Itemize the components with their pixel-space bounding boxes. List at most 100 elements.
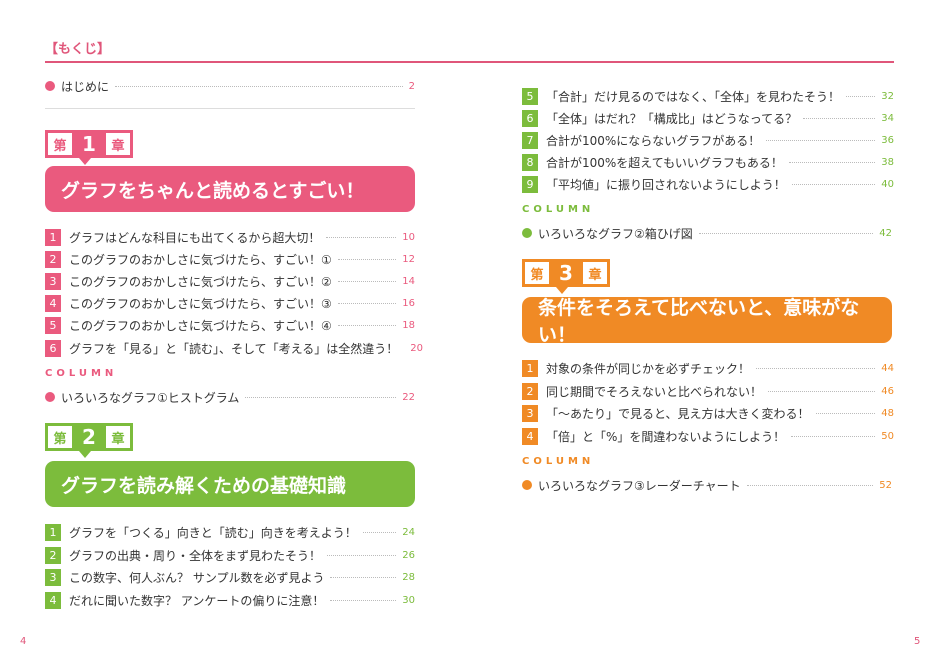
chapter-title[interactable]: 条件をそろえて比べないと、意味がない！: [522, 297, 892, 346]
chapter-number: 2: [82, 425, 96, 449]
divider: [45, 108, 415, 109]
item-number: 6: [45, 339, 61, 357]
toc-item[interactable]: 3「〜あたり」で見ると、見え方は大きく変わる！48: [522, 403, 894, 423]
item-page: 20: [410, 342, 424, 354]
chapter-kanji-sho: 章: [106, 133, 130, 155]
item-page: 12: [402, 253, 415, 265]
item-title: 合計が100%にならないグラフがある！: [546, 133, 761, 148]
bullet-icon: [522, 480, 532, 490]
item-page: 2: [408, 80, 415, 92]
item-number: 9: [522, 175, 538, 193]
item-title: いろいろなグラフ③レーダーチャート: [538, 478, 741, 493]
item-number: 5: [522, 87, 538, 105]
item-number: 1: [45, 228, 61, 246]
leader-dots: [746, 484, 874, 486]
item-page: 46: [881, 385, 894, 397]
item-page: 38: [881, 156, 894, 168]
leader-dots: [330, 576, 397, 578]
chapter-title[interactable]: グラフをちゃんと読めるとすごい！: [45, 166, 415, 212]
item-page: 48: [881, 407, 894, 419]
toc-heading: 【もくじ】: [45, 42, 111, 57]
item-page: 24: [402, 526, 415, 538]
column-label: COLUMN: [522, 456, 595, 467]
item-title: このグラフのおかしさに気づけたら、すごい！③: [69, 296, 332, 311]
leader-dots: [245, 396, 397, 398]
leader-dots: [803, 117, 876, 119]
bullet-icon: [522, 228, 532, 238]
leader-dots: [788, 161, 876, 163]
leader-dots: [791, 183, 876, 185]
item-page: 26: [402, 549, 415, 561]
item-title: はじめに: [61, 79, 110, 94]
item-title: 合計が100%を超えてもいいグラフもある！: [546, 155, 783, 170]
toc-item[interactable]: 6「全体」はだれ？「構成比」はどうなってる？34: [522, 108, 894, 128]
item-page: 32: [881, 90, 894, 102]
toc-item[interactable]: 2 グラフの出典・周り・全体をまず見わたそう！ 26: [45, 545, 415, 565]
item-number: 6: [522, 109, 538, 127]
item-number: 3: [45, 568, 61, 586]
leader-dots: [327, 554, 397, 556]
toc-item[interactable]: 8 合計が100%を超えてもいいグラフもある！ 38: [522, 152, 894, 172]
item-title: 「全体」はだれ？「構成比」はどうなってる？: [546, 111, 798, 126]
item-number: 4: [45, 591, 61, 609]
item-number: 1: [45, 523, 61, 541]
item-title: いろいろなグラフ②箱ひげ図: [538, 226, 693, 241]
leader-dots: [337, 280, 397, 282]
item-number: 2: [45, 250, 61, 268]
item-page: 40: [881, 178, 894, 190]
toc-item[interactable]: 9 「平均値」に振り回されないようにしよう！ 40: [522, 174, 894, 194]
column-label: COLUMN: [45, 368, 118, 379]
item-title: グラフの出典・周り・全体をまず見わたそう！: [69, 548, 322, 563]
item-number: 2: [45, 546, 61, 564]
item-title: 「合計」だけ見るのではなく、「全体」を見わたそう！: [546, 89, 841, 104]
chapter-kanji-dai: 第: [48, 133, 72, 155]
toc-item[interactable]: 5 「合計」だけ見るのではなく、「全体」を見わたそう！ 32: [522, 86, 894, 106]
item-title: 「〜あたり」で見ると、見え方は大きく変わる！: [546, 406, 810, 421]
item-page: 30: [402, 594, 415, 606]
bullet-icon: [45, 81, 55, 91]
item-number: 4: [522, 427, 538, 445]
item-number: 5: [45, 316, 61, 334]
item-page: 14: [402, 275, 415, 287]
item-title: グラフを「つくる」向きと「読む」向きを考えよう！: [69, 525, 357, 540]
toc-item[interactable]: 4 「倍」と「%」を間違わないようにしよう！ 50: [522, 426, 894, 446]
chapter-title[interactable]: グラフを読み解くための基礎知識: [45, 461, 415, 507]
item-title: いろいろなグラフ①ヒストグラム: [61, 390, 240, 405]
chapter-kanji-sho: 章: [106, 426, 130, 448]
item-page: 50: [881, 430, 894, 442]
toc-item[interactable]: 2 同じ期間でそろえないと比べられない！ 46: [522, 381, 894, 401]
item-page: 44: [881, 362, 894, 374]
leader-dots: [766, 139, 876, 141]
item-title: 同じ期間でそろえないと比べられない！: [546, 384, 763, 399]
toc-item[interactable]: 1 グラフを「つくる」向きと「読む」向きを考えよう！ 24: [45, 522, 415, 542]
leader-dots: [768, 390, 876, 392]
item-page: 18: [402, 319, 415, 331]
column-label: COLUMN: [522, 204, 595, 215]
item-page: 10: [402, 231, 415, 243]
leader-dots: [337, 302, 397, 304]
item-title: 「倍」と「%」を間違わないようにしよう！: [546, 429, 786, 444]
leader-dots: [115, 85, 403, 87]
page-number-right: 5: [914, 636, 921, 647]
item-page: 16: [402, 297, 415, 309]
item-number: 8: [522, 153, 538, 171]
item-number: 2: [522, 382, 538, 400]
item-title: 「平均値」に振り回されないようにしよう！: [546, 177, 786, 192]
toc-intro[interactable]: はじめに 2: [45, 76, 415, 96]
chapter-number: 1: [82, 132, 96, 156]
